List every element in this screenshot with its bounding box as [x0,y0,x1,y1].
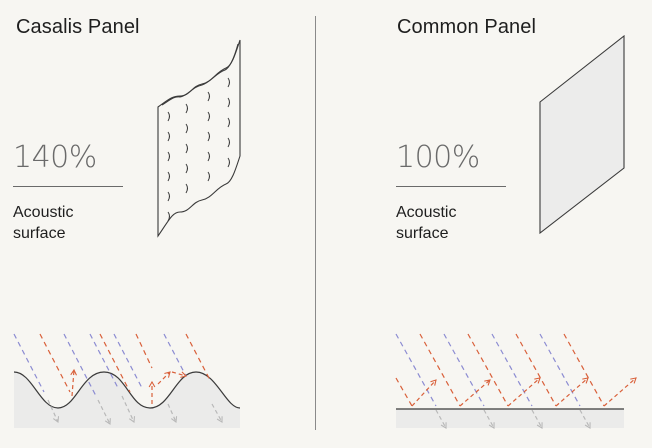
common-incident-rays [395,333,605,407]
casalis-divider-line [13,186,123,187]
casalis-percentage: 140% [13,140,97,175]
casalis-caption: Acoustic surface [13,202,73,244]
common-caption-line1: Acoustic [396,204,457,221]
common-reflected-rays [411,377,637,407]
casalis-panel-illustration [157,39,241,238]
casalis-caption-line1: Acoustic [13,204,74,221]
common-caption: Acoustic surface [396,202,456,244]
common-divider-line [396,186,506,187]
casalis-reflected-rays [70,368,188,404]
common-panel-title: Common Panel [397,16,537,38]
common-transmitted-rays [435,409,591,429]
common-percentage: 100% [396,140,480,175]
casalis-transmitted-rays [47,395,223,425]
common-flat-surface [396,408,624,428]
common-caption-line2: surface [396,225,449,242]
common-panel-illustration [539,34,625,235]
casalis-wave-surface [13,371,241,428]
casalis-incident-rays [13,333,211,397]
center-divider [315,16,316,430]
casalis-panel-title: Casalis Panel [16,16,140,38]
casalis-caption-line2: surface [13,225,66,242]
